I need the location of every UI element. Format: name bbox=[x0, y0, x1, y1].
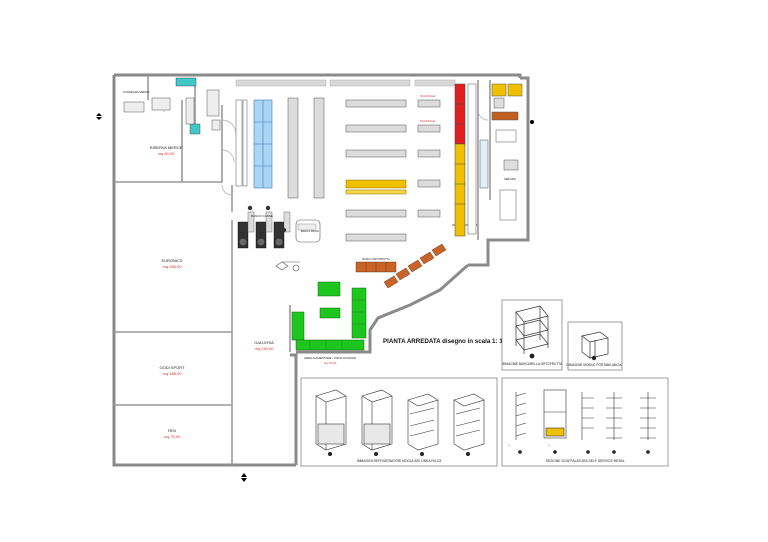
room-label-ortofrutta: BANCO ORTOFRUTTA bbox=[362, 257, 390, 261]
detail-panel-refrigerators: IMMAGINI REFRIGERATORI MODULARI LINEA RI… bbox=[300, 377, 498, 467]
room-label-euronics: EURONICS bbox=[161, 258, 182, 263]
caption-portabilancia: IMMAGINE MOBILE PORTABILANCIA bbox=[566, 363, 622, 367]
room-label-godisport: GODI SPORT bbox=[159, 365, 185, 370]
entrance-label: AREA ALIMENTARE / ZONA ACCESSI bbox=[304, 356, 356, 360]
room-area-euronics: mq 285,00 bbox=[163, 264, 183, 269]
entrance-area: mq 70,00 bbox=[324, 361, 337, 365]
gondola-red-notes: SCAFFALE SCAFFALE bbox=[420, 94, 435, 123]
detail-box-portabilancia: IMMAGINE MOBILE PORTABILANCIA bbox=[566, 321, 622, 371]
frozen-island bbox=[253, 99, 273, 189]
horizontal-gondolas bbox=[345, 99, 441, 242]
room-area-riserva: mq 60,00 bbox=[158, 151, 175, 156]
checkout-conveyor bbox=[247, 211, 291, 233]
room-area-godisport: mq 188,00 bbox=[163, 371, 183, 376]
room-labels: RISERVA MERCE mq 60,00 EURONICS mq 285,0… bbox=[123, 90, 516, 439]
north-arrow bbox=[241, 473, 247, 482]
service-booth-desk bbox=[297, 223, 317, 231]
wall-hatch-strips bbox=[235, 79, 456, 87]
deli-counter bbox=[467, 83, 517, 235]
room-label-galleria: GALLERIA bbox=[254, 340, 274, 345]
room-label-banco-frigo: BANCO FRIGO bbox=[301, 229, 319, 233]
room-area-risi: mq 75,00 bbox=[164, 434, 181, 439]
wall-shelf-left bbox=[235, 99, 248, 187]
room-label-consegna: CONSEGNA MERCE bbox=[123, 90, 150, 94]
detail-box-bancarella: IMMAGINE BANCARELLA ORTOFRUTTA bbox=[501, 299, 563, 371]
dairy-wall-unit bbox=[454, 83, 466, 237]
caption-bancarella: IMMAGINE BANCARELLA ORTOFRUTTA bbox=[502, 362, 563, 366]
prep-room-fixtures bbox=[491, 83, 523, 171]
top-teal-counter bbox=[175, 77, 197, 87]
svg-text:SCAFFALE: SCAFFALE bbox=[420, 119, 435, 123]
caption-refrigerators: IMMAGINI REFRIGERATORI MODULARI LINEA RI… bbox=[357, 459, 442, 463]
side-arrow-right bbox=[530, 120, 534, 124]
service-label: SERVIZIO bbox=[504, 177, 516, 181]
caption-shelving: SEZIONE SCAFFALATURA SELF SERVICE MEDIA bbox=[546, 459, 626, 463]
outer-walls bbox=[112, 73, 530, 467]
green-fixture-lines bbox=[309, 299, 366, 350]
detail-panel-shelving: H H SEZIONE SCAFFALATURA SELF SERVICE ME… bbox=[501, 377, 669, 467]
svg-text:H: H bbox=[548, 445, 550, 447]
plan-title: PIANTA ARREDATA disegno in scala 1: 100 bbox=[383, 338, 510, 345]
produce-diagonal bbox=[383, 243, 447, 289]
svg-text:H: H bbox=[508, 445, 510, 447]
produce-crates bbox=[355, 261, 397, 273]
entrance-doors bbox=[275, 261, 300, 272]
checkout-counters bbox=[237, 221, 285, 249]
top-teal-counter-2 bbox=[189, 123, 201, 135]
room-area-galleria: mq 240,00 bbox=[255, 346, 275, 351]
storage-fixtures bbox=[123, 89, 221, 131]
green-fixtures bbox=[291, 281, 367, 351]
room-label-banco-casse: BANCO CASSE bbox=[251, 214, 273, 218]
vertical-gondolas bbox=[287, 97, 325, 199]
checkout-people-icons bbox=[247, 205, 287, 233]
side-arrow-left bbox=[96, 113, 102, 120]
yellow-gondola bbox=[345, 179, 407, 195]
room-label-riserva: RISERVA MERCE bbox=[150, 145, 183, 150]
svg-text:SCAFFALE: SCAFFALE bbox=[420, 94, 435, 98]
room-label-risi: RISI bbox=[168, 428, 176, 433]
